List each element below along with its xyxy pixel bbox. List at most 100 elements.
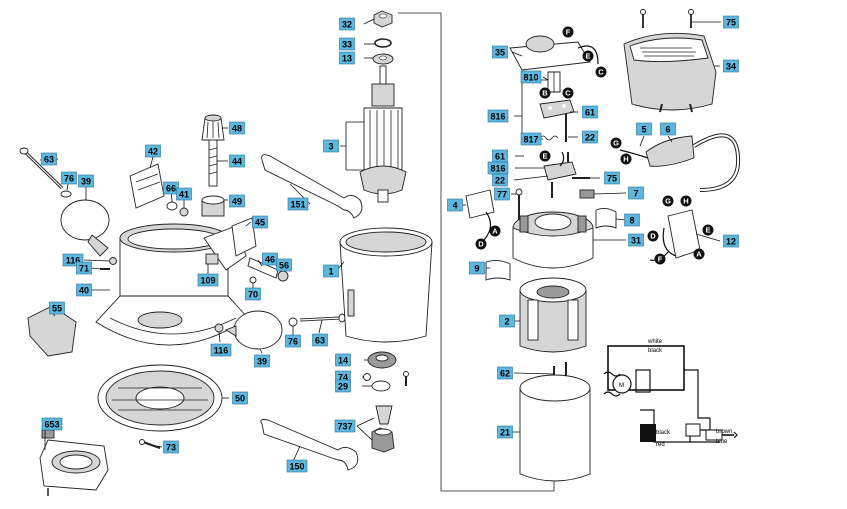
connector-tag-circle (539, 150, 551, 162)
callout-label: 63 (44, 154, 54, 164)
callout-label: 2 (504, 316, 509, 326)
callout-label: 35 (495, 47, 505, 57)
callout-box (287, 197, 309, 211)
callout-12: 12 (723, 234, 739, 248)
callout-50: 50 (232, 391, 248, 405)
callout-box (197, 273, 219, 287)
callout-45: 45 (252, 215, 268, 229)
part-40-router-base (95, 223, 249, 346)
connector-tag-label: D (478, 240, 484, 249)
callout-label: 32 (342, 19, 352, 29)
callout-label: 46 (265, 254, 275, 264)
wire-label-red: red (656, 442, 665, 448)
part-42-bracket (129, 163, 165, 209)
callout-8: 8 (624, 213, 640, 227)
callout-22: 22 (492, 173, 508, 187)
callout-label: 9 (474, 263, 479, 273)
connector-tag-circle (475, 238, 487, 250)
part-63-screw-right (299, 313, 346, 323)
part-8-insulator (595, 207, 617, 229)
part-817-spring (539, 135, 559, 141)
callout-label: 76 (64, 173, 74, 183)
callout-39: 39 (254, 354, 270, 368)
part-5-cord-leads (619, 149, 649, 159)
callout-75: 75 (604, 171, 620, 185)
wire-label-blue: blue (716, 439, 728, 445)
callout-box (492, 45, 508, 59)
callout-32: 32 (339, 17, 355, 31)
callout-label: 4 (452, 200, 457, 210)
part-816-brush-holder-upper (539, 99, 575, 119)
callout-box (520, 70, 542, 84)
part-2-field (519, 277, 587, 353)
connector-tag-circle (489, 225, 501, 237)
callout-box (145, 144, 161, 158)
callout-21: 21 (497, 425, 513, 439)
part-653-template-guide (39, 429, 109, 496)
callout-box (469, 261, 485, 275)
connector-tag-circle (654, 253, 666, 265)
connector-tag-d: D (647, 230, 659, 242)
callout-box (76, 283, 92, 297)
part-4-cord-clamp (465, 189, 495, 241)
callout-box (723, 59, 739, 73)
part-6-power-cord (645, 133, 741, 192)
callout-box (339, 17, 355, 31)
part-1-motor-housing (339, 227, 433, 343)
callout-6: 6 (660, 122, 676, 136)
connector-tag-label: A (696, 250, 702, 259)
callout-label: 816 (490, 111, 505, 121)
callout-label: 75 (607, 173, 617, 183)
callout-label: 1 (328, 266, 333, 276)
connector-tag-c: C (562, 87, 574, 99)
wiring-schematic: M white black black red brown blue (603, 339, 738, 448)
callout-29: 29 (335, 379, 351, 393)
callout-77: 77 (494, 187, 510, 201)
connector-tag-h: H (620, 153, 632, 165)
callout-34: 34 (723, 59, 739, 73)
part-63-screw-left (19, 147, 64, 190)
connector-tag-label: G (665, 197, 671, 206)
callout-116: 116 (210, 343, 232, 357)
connector-tag-label: F (566, 28, 571, 37)
callout-737: 737 (334, 419, 356, 433)
callout-label: 33 (342, 39, 352, 49)
callout-label: 5 (641, 124, 646, 134)
callout-box (497, 425, 513, 439)
callout-71: 71 (76, 261, 92, 275)
callout-63: 63 (312, 333, 328, 347)
callout-label: 817 (523, 134, 538, 144)
callout-box (61, 171, 77, 185)
callout-653: 653 (41, 417, 63, 431)
part-150-wrench (260, 419, 359, 471)
assembly-bracket-line (398, 12, 555, 492)
callout-label: 45 (255, 217, 265, 227)
callout-label: 56 (279, 260, 289, 270)
connector-tag-label: D (650, 232, 656, 241)
part-45-clamp (231, 217, 257, 257)
callout-box (229, 121, 245, 135)
part-66-washer (166, 201, 178, 211)
callout-61: 61 (492, 149, 508, 163)
callout-box (49, 301, 65, 315)
part-49-collar (201, 195, 225, 217)
callout-label: 76 (288, 336, 298, 346)
callout-62: 62 (497, 366, 513, 380)
wire-label-black-top: black (648, 348, 663, 354)
callout-label: 49 (232, 196, 242, 206)
callout-42: 42 (145, 144, 161, 158)
part-74-washer (363, 373, 371, 381)
connector-tag-circle (620, 153, 632, 165)
connector-tag-g: G (662, 195, 674, 207)
callout-label: 44 (232, 156, 242, 166)
connector-tag-circle (562, 87, 574, 99)
part-32-nut (373, 10, 393, 28)
connector-tag-circle (702, 224, 714, 236)
callout-label: 71 (79, 263, 89, 273)
part-76-washer-left (60, 190, 72, 198)
part-13-bearing (372, 53, 394, 65)
callout-box (660, 122, 676, 136)
callout-label: 6 (665, 124, 670, 134)
part-116-screw-upper (109, 257, 117, 265)
connector-tag-circle (595, 66, 607, 78)
